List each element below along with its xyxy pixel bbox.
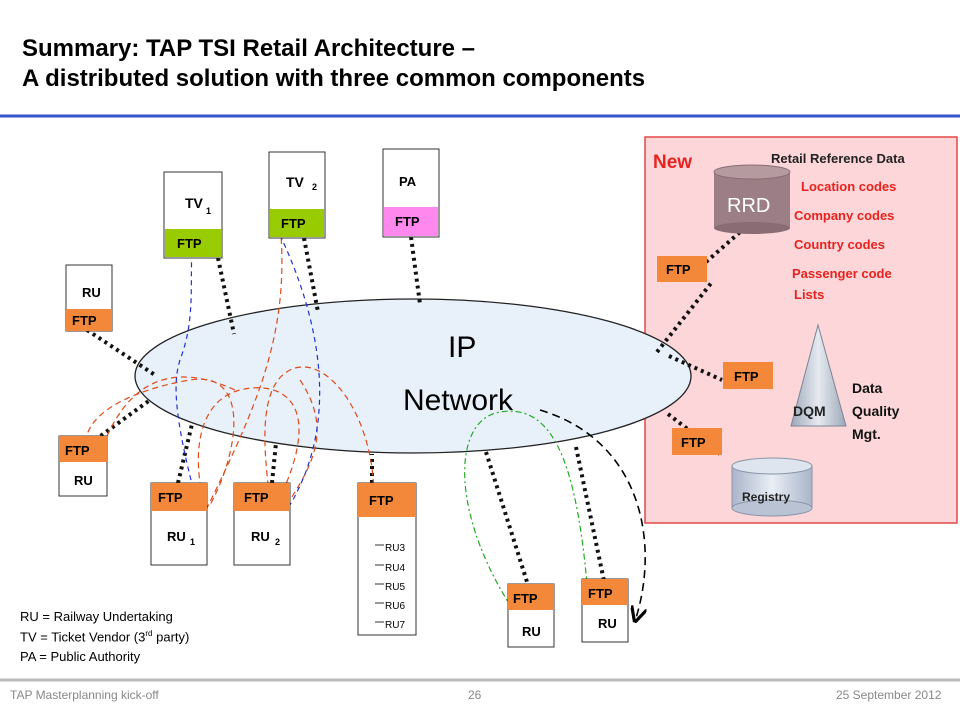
- registry-database-icon: Registry: [731, 457, 813, 517]
- legend-tv-sup: rd: [145, 629, 153, 638]
- node-tv2: TV 2 FTP: [268, 151, 326, 239]
- reference-item: Country codes: [794, 237, 885, 252]
- dqm-ftp-box: [723, 362, 773, 389]
- black-dashed-arrow: [539, 409, 645, 618]
- rrd-ftp-box: [657, 256, 707, 282]
- registry-label: Registry: [742, 490, 790, 504]
- network-label-network: Network: [403, 384, 514, 417]
- ru-left-ftp-box: [59, 436, 107, 462]
- legend-tv: TV = Ticket Vendor (3rd party): [20, 629, 189, 644]
- reference-item: Location codes: [801, 179, 896, 194]
- ru-left-label: RU: [74, 473, 93, 488]
- ru-bottom2-ftp-box: [582, 579, 628, 605]
- reference-item: Passenger code: [792, 266, 892, 281]
- ru2-subscript: 2: [275, 537, 280, 547]
- dqm-ftp-label: FTP: [734, 369, 759, 384]
- ru-bottom2-ftp-label: FTP: [588, 586, 613, 601]
- pa-ftp-label: FTP: [395, 214, 420, 229]
- reference-item: Company codes: [794, 208, 894, 223]
- green-dashed-flows: [464, 410, 595, 623]
- node-pa: PA FTP: [382, 148, 440, 238]
- tv1-ftp-label: FTP: [177, 236, 202, 251]
- legend-pa: PA = Public Authority: [20, 649, 141, 664]
- new-label: New: [653, 152, 692, 173]
- tv2-ftp-box: [270, 209, 324, 237]
- ru-top-label: RU: [82, 285, 101, 300]
- legend-tv-text-end: party): [152, 629, 190, 645]
- tv2-subscript: 2: [312, 182, 317, 192]
- ru-list-item: RU3: [385, 543, 405, 554]
- ru1-ftp-label: FTP: [158, 490, 183, 505]
- tv2-label: TV: [286, 174, 305, 190]
- ru-top-ftp-box: [66, 309, 112, 331]
- ru2-ftp-box: [234, 483, 290, 511]
- node-ru-left: FTP RU: [58, 435, 108, 497]
- ru3-7-ftp-box: [358, 483, 416, 517]
- tv1-subscript: 1: [206, 206, 211, 216]
- pa-ftp-box: [384, 207, 438, 236]
- rrd-label: RRD: [727, 195, 770, 217]
- legend-tv-text: TV = Ticket Vendor (3: [20, 629, 146, 645]
- title-line-2: A distributed solution with three common…: [22, 65, 646, 92]
- footer-left: TAP Masterplanning kick-off: [10, 688, 159, 702]
- pa-label: PA: [399, 174, 417, 189]
- node-ru2: FTP RU 2: [233, 482, 291, 566]
- dq-line: Mgt.: [852, 426, 881, 442]
- ru-list-item: RU7: [385, 620, 405, 631]
- ru3-7-ftp-label: FTP: [369, 493, 394, 508]
- legend-ru: RU = Railway Undertaking: [20, 609, 173, 624]
- node-ru3-7: FTP RU3 RU4 RU5 RU6 RU7: [357, 482, 417, 636]
- network-label-ip: IP: [448, 331, 476, 364]
- node-ru1: FTP RU 1: [150, 482, 208, 566]
- rrd-ftp-label: FTP: [666, 262, 691, 277]
- node-tv1: TV 1 FTP: [163, 171, 223, 259]
- ru-top-ftp-label: FTP: [72, 313, 97, 328]
- ru-bottom2-label: RU: [598, 616, 617, 631]
- rrd-database-icon: RRD: [713, 164, 791, 234]
- dqm-triangle-icon: DQM: [790, 323, 847, 427]
- page-title: Summary: TAP TSI Retail Architecture – A…: [22, 34, 645, 94]
- dq-line: Quality: [852, 403, 900, 419]
- ru2-ftp-label: FTP: [244, 490, 269, 505]
- node-ru-top: RU FTP: [65, 264, 113, 332]
- registry-ftp-box: [672, 428, 722, 455]
- ru-list-item: RU5: [385, 582, 405, 593]
- ru-list-item: RU6: [385, 601, 405, 612]
- ru-list: RU3 RU4 RU5 RU6 RU7: [375, 543, 405, 631]
- data-quality-label: Data Quality Mgt.: [852, 380, 900, 442]
- ru1-subscript: 1: [190, 537, 195, 547]
- footer-date: 25 September 2012: [836, 688, 942, 702]
- ru-list-item: RU4: [385, 563, 405, 574]
- blue-dashed-flows: [175, 234, 321, 520]
- title-line-1: Summary: TAP TSI Retail Architecture –: [22, 35, 476, 62]
- ru-left-ftp-label: FTP: [65, 443, 90, 458]
- tv2-ftp-label: FTP: [281, 216, 306, 231]
- registry-ftp-label: FTP: [681, 435, 706, 450]
- reference-data-list: Location codes Company codes Country cod…: [792, 179, 896, 302]
- ru-bottom1-ftp-label: FTP: [513, 591, 538, 606]
- dq-line: Data: [852, 380, 883, 396]
- node-ru-bottom1: FTP RU: [507, 583, 555, 648]
- node-ru-bottom2: FTP RU: [581, 578, 629, 643]
- ru-bottom1-label: RU: [522, 624, 541, 639]
- tv1-label: TV: [185, 195, 204, 211]
- new-components-panel: [644, 136, 958, 524]
- ru1-ftp-box: [151, 483, 207, 511]
- footer-page-number: 26: [468, 688, 482, 702]
- ru1-label: RU: [167, 529, 186, 544]
- ru-bottom1-ftp-box: [508, 584, 554, 610]
- dqm-label: DQM: [793, 403, 826, 419]
- tv1-ftp-box: [165, 229, 221, 257]
- reference-item: Lists: [794, 287, 824, 302]
- rrd-heading: Retail Reference Data: [771, 151, 905, 166]
- ip-network-ellipse: [134, 298, 692, 454]
- ru2-label: RU: [251, 529, 270, 544]
